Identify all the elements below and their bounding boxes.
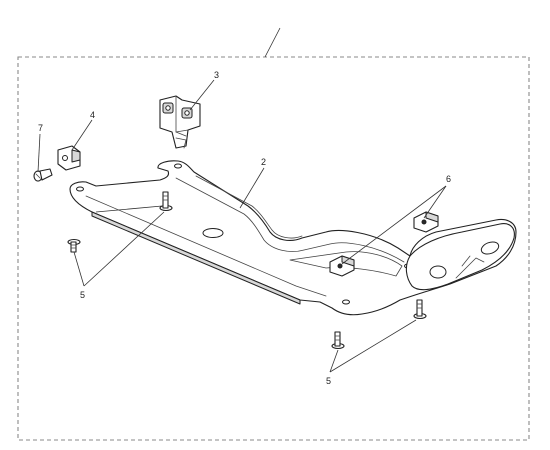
callout-3: 3 xyxy=(214,70,219,80)
bolt-rear-left xyxy=(331,331,345,350)
kit-frame xyxy=(17,56,530,441)
callout-5-rear: 5 xyxy=(326,376,331,386)
assembly-leader-line xyxy=(264,27,281,58)
clip-nut-single xyxy=(57,145,81,171)
skid-plate xyxy=(69,160,517,316)
small-screw xyxy=(33,168,53,182)
bolt-front-right xyxy=(159,191,173,212)
callout-5-front: 5 xyxy=(80,290,85,300)
clip-nut-rear xyxy=(413,211,439,233)
callout-7: 7 xyxy=(38,123,43,133)
callout-2: 2 xyxy=(261,157,266,167)
callout-6: 6 xyxy=(446,174,451,184)
bolt-rear-right xyxy=(413,299,427,320)
clip-nut-center xyxy=(329,255,355,277)
bolt-front-left xyxy=(67,238,81,253)
mounting-bracket xyxy=(159,95,201,149)
leader-lines xyxy=(37,79,447,373)
callout-4: 4 xyxy=(90,110,95,120)
